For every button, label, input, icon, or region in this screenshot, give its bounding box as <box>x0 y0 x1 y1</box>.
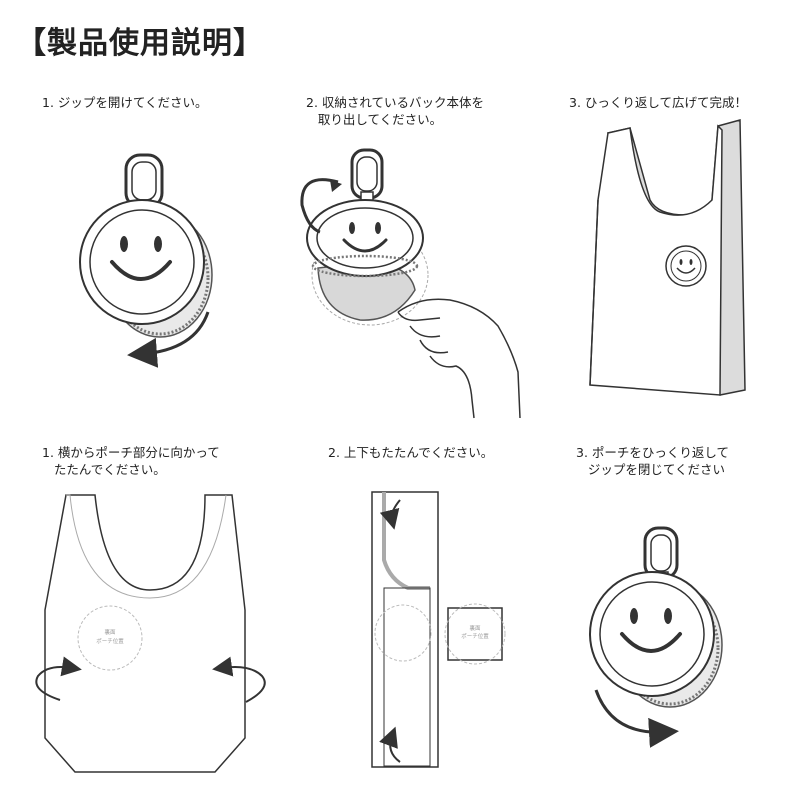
fold-step-2-illustration: 裏面 ポーチ位置 <box>371 491 506 768</box>
smiley-icon <box>110 236 172 281</box>
unfold-step-1-illustration <box>79 153 213 368</box>
smiley-icon <box>676 259 696 274</box>
fold-step-3-illustration <box>589 526 723 748</box>
hand-icon <box>397 298 521 419</box>
fold-step-2-text: 2. 上下もたたんでください。 <box>328 445 494 460</box>
unfold-step-1-text: 1. ジップを開けてください。 <box>42 95 208 110</box>
smiley-icon <box>620 608 682 653</box>
fold-step-1-illustration: 裏面 ポーチ位置 <box>35 494 266 773</box>
rotate-arrow-icon <box>127 311 210 368</box>
pouch-position-label-1: 裏面 <box>104 628 116 636</box>
pouch-position-label-1: 裏面 <box>469 624 481 632</box>
tote-bag <box>589 124 723 396</box>
unfold-step-2-illustration <box>300 148 521 419</box>
folded-strip <box>371 491 439 768</box>
fold-arrow-left-icon <box>35 656 82 701</box>
folded-square <box>447 607 503 661</box>
carabiner-icon <box>350 148 384 205</box>
fold-step-1-text: 1. 横からポーチ部分に向かって たたんでください。 <box>42 445 220 477</box>
unfold-step-3-illustration <box>589 119 746 396</box>
page-title: 【製品使用説明】 <box>16 26 264 61</box>
pouch-position-circle <box>77 605 143 671</box>
fold-step-3-text: 3. ポーチをひっくり返して ジップを閉じてください <box>576 445 730 477</box>
fold-arrow-right-icon <box>212 656 266 703</box>
fold-arrow-down-icon <box>379 499 401 530</box>
rotate-arrow-icon <box>594 689 679 748</box>
unfold-step-3-text: 3. ひっくり返して広げて完成！ <box>569 95 748 110</box>
fold-arrow-up-icon <box>379 726 401 763</box>
rotate-arrow-icon <box>300 178 339 234</box>
smiley-icon <box>342 222 388 253</box>
flat-bag <box>44 494 246 773</box>
pouch-position-label-2: ポーチ位置 <box>461 632 489 640</box>
unfold-step-2-text: 2. 収納されているバック本体を 取り出してください。 <box>306 95 485 127</box>
pouch-position-label-2: ポーチ位置 <box>96 637 124 645</box>
